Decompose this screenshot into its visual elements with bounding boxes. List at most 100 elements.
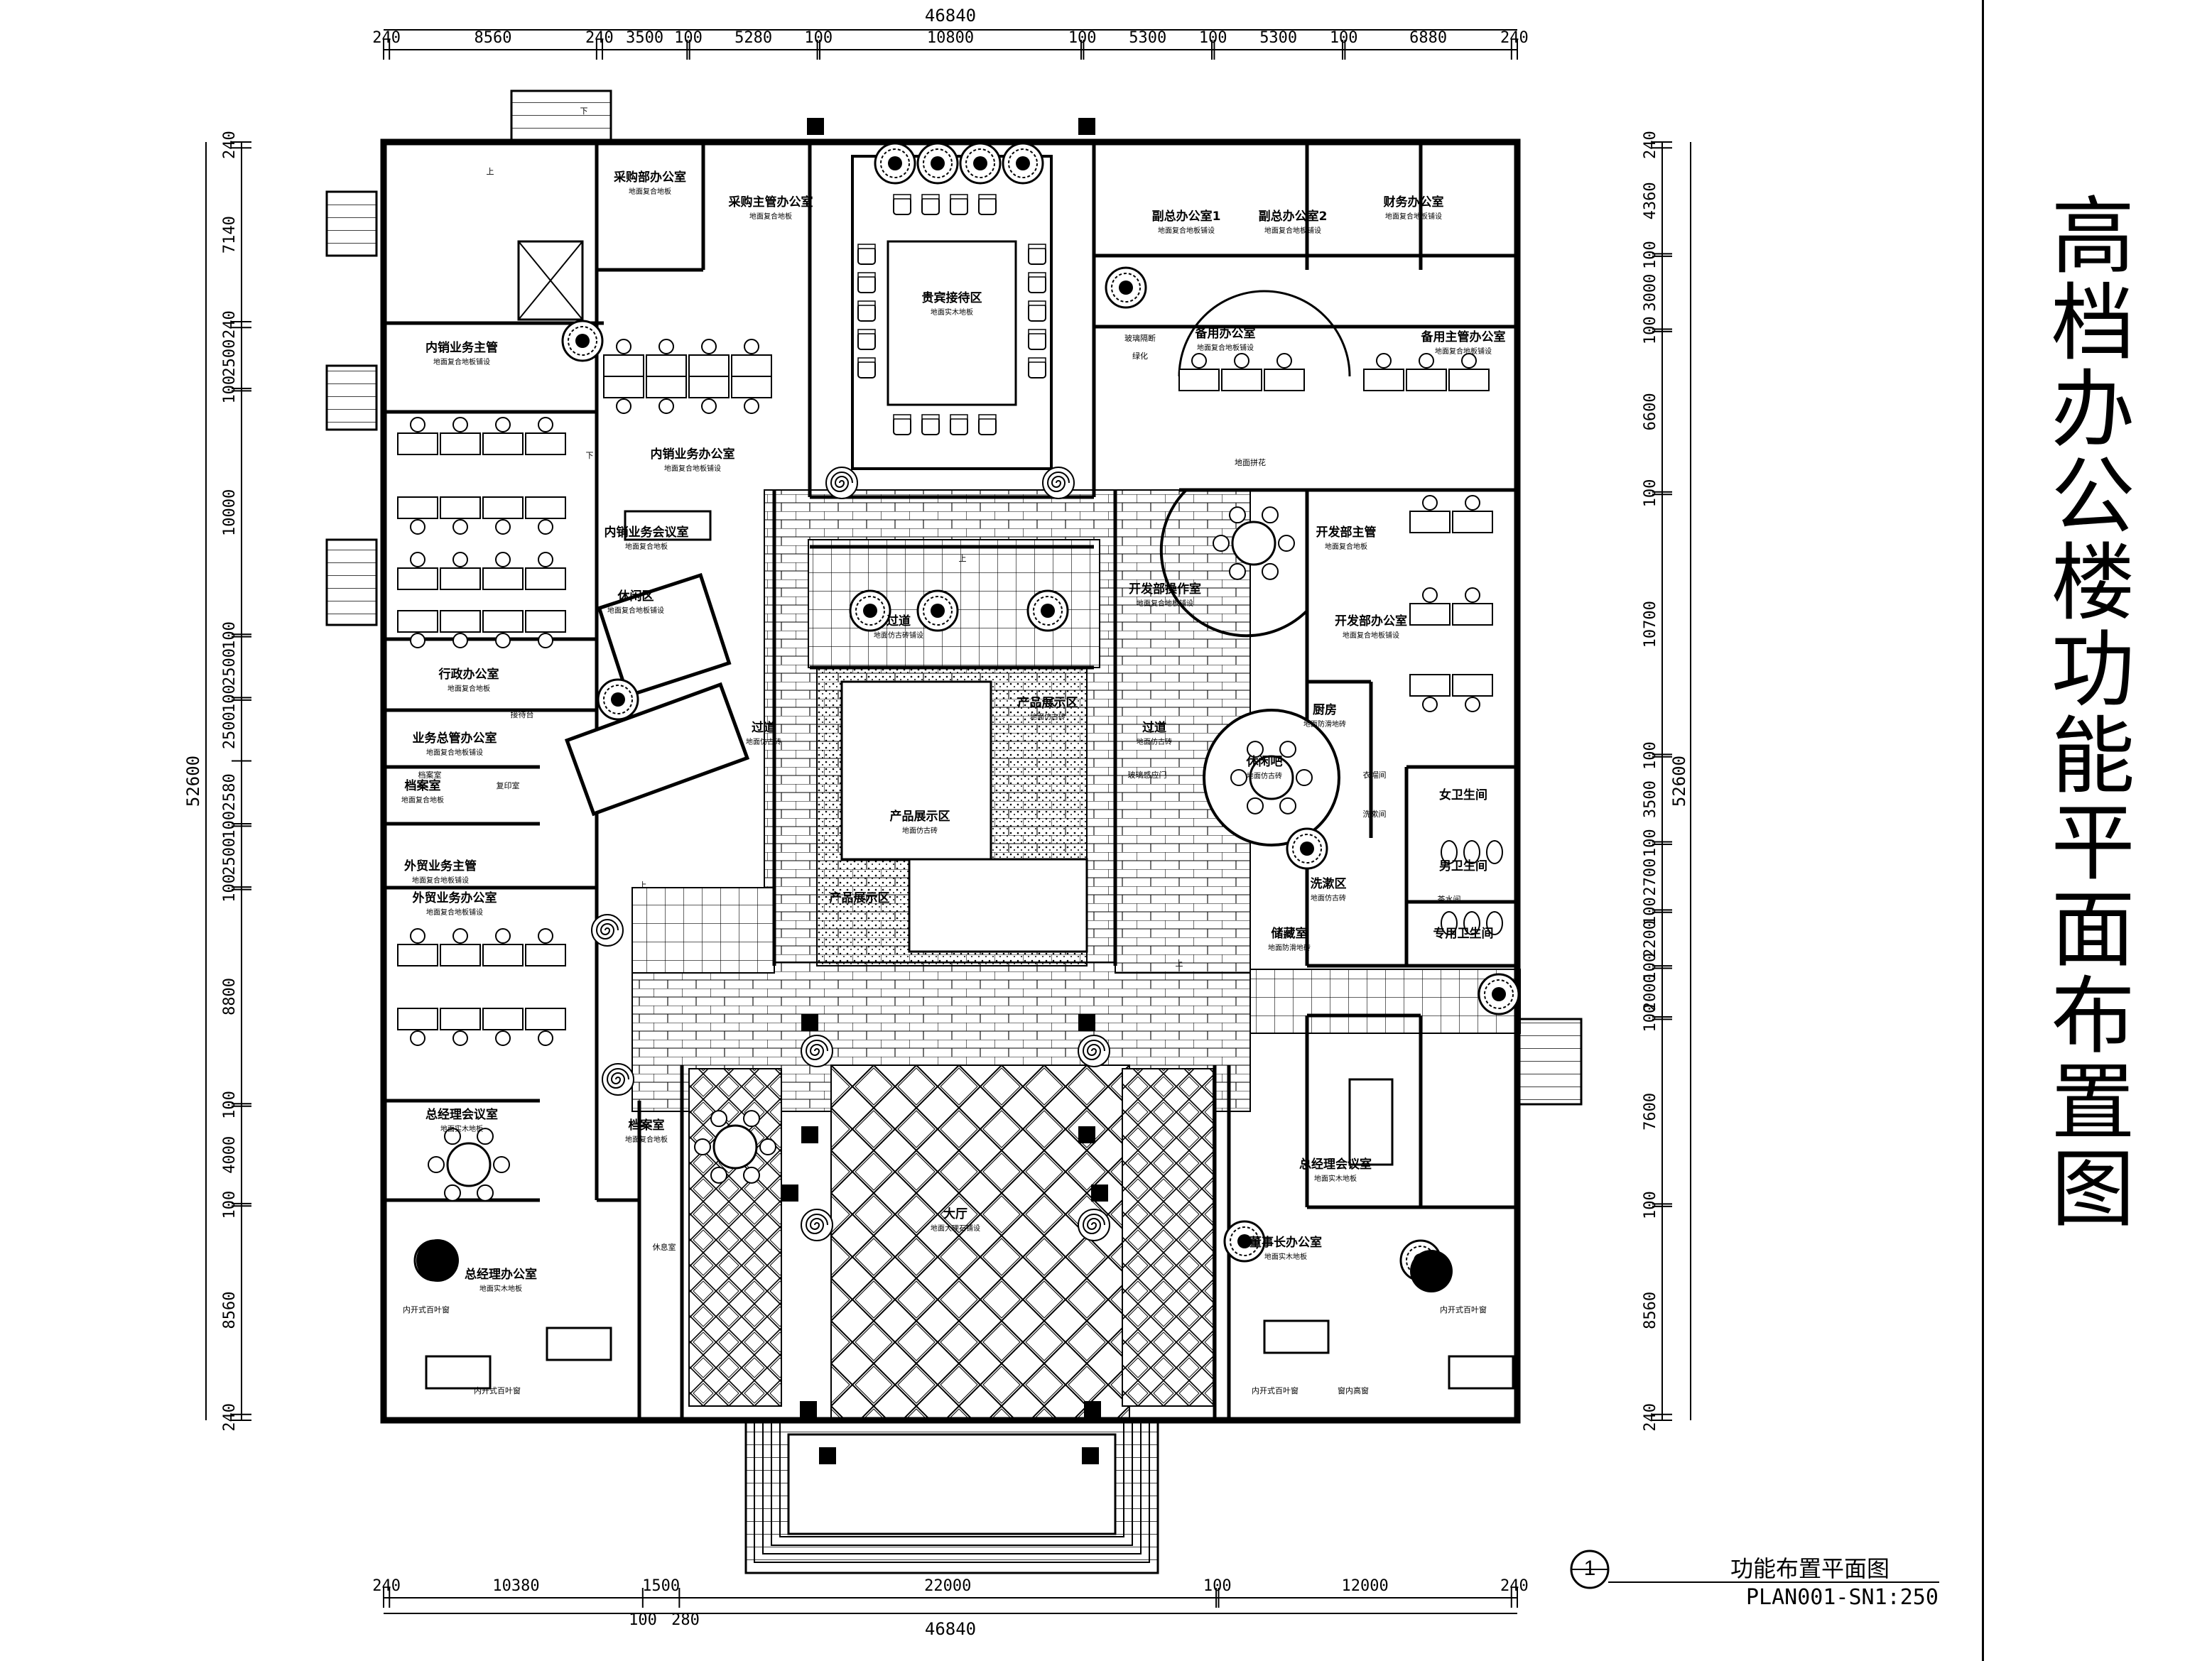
title-block [1982, 0, 2212, 1661]
spiral-ornament-4 [1078, 1035, 1110, 1067]
right-dim-label-8: 100 [1642, 741, 1659, 770]
column-6 [819, 1447, 836, 1464]
drawing-title: 高档办公楼功能平面布置图 [2037, 192, 2135, 1231]
column-7 [1082, 1447, 1099, 1464]
spiral-ornament-6 [1078, 1209, 1110, 1241]
arc-wall-2 [1178, 290, 1351, 377]
left-dim-label-9: 2500 [221, 712, 239, 749]
plant-icon-10 [597, 678, 639, 721]
column-9 [1084, 1401, 1101, 1418]
plant-icon-9 [561, 320, 604, 362]
room-label-12: 过道 [887, 614, 911, 628]
room-floor-label-36: 地面实木地板 [440, 1124, 483, 1133]
stair-0 [510, 89, 612, 142]
right-dim-label-1: 4360 [1642, 182, 1659, 219]
drawing-caption-title: 功能布置平面图 [1730, 1555, 1890, 1582]
room-label-31: 专用卫生间 [1433, 926, 1494, 941]
right-dim-label-5: 6600 [1642, 393, 1659, 430]
left-dim-label-2: 240 [221, 310, 239, 339]
right-dim-label-9: 3500 [1642, 780, 1659, 818]
plant-icon-1 [916, 142, 959, 185]
left-dim-label-15: 100 [221, 1091, 239, 1119]
room-floor-label-21: 地面防滑地砖 [1303, 719, 1346, 729]
display-block-2 [908, 858, 1088, 953]
left-dim-label-16: 4000 [221, 1136, 239, 1174]
note-lounge-10: 休息室 [653, 1242, 676, 1252]
room-floor-label-16: 地面复合地板 [448, 684, 490, 693]
vip-chair-top-1 [921, 194, 940, 215]
room-label-13: 开发部操作室 [1129, 582, 1201, 597]
plant-icon-0 [874, 142, 916, 185]
spiral-ornament-5 [801, 1209, 833, 1241]
right-dim-label-15: 2000 [1642, 974, 1659, 1011]
room-floor-label-11: 地面复合地板铺设 [607, 606, 664, 615]
meeting-room-tilted [564, 682, 750, 817]
room-floor-label-34: 地面复合地板 [625, 1135, 668, 1144]
drawing-caption-code: PLAN001-SN1:250 [1746, 1585, 1939, 1610]
left-dim-label-8: 100 [221, 685, 239, 713]
bottom-dim-label-3: 22000 [924, 1577, 971, 1595]
room-label-7: 内销业务办公室 [651, 447, 735, 462]
right-dim-label-0: 240 [1642, 131, 1659, 159]
left-dim-label-11: 100 [221, 811, 239, 839]
room-label-11: 休闲区 [617, 589, 654, 604]
column-1 [1078, 118, 1095, 135]
room-label-34: 档案室 [629, 1118, 665, 1133]
plant-icon-5 [916, 589, 959, 632]
room-floor-label-38: 地面实木地板 [1264, 1252, 1307, 1261]
bottom-dim-label-2: 1500 [642, 1577, 680, 1595]
exec-desk-3 [1448, 1355, 1514, 1390]
floor-hatch-4 [631, 887, 775, 974]
floor-hatch-6 [830, 1064, 1130, 1421]
plant-icon-3 [1002, 142, 1044, 185]
round-table-chair-3-4 [1247, 741, 1264, 758]
vip-chair-left-1 [857, 272, 876, 293]
room-label-15: 开发部主管 [1316, 525, 1377, 540]
room-label-17: 业务总管办公室 [413, 731, 497, 746]
note-window-21: 窗内高窗 [1338, 1385, 1369, 1395]
round-table-chair-2-1 [1262, 562, 1279, 580]
note-blinds-0: 内开式百叶窗 [403, 1305, 450, 1314]
round-table-chair-2-0 [1278, 535, 1295, 552]
vip-chair-bottom-3 [978, 414, 997, 435]
vip-chair-left-4 [857, 357, 876, 379]
vip-chair-bottom-0 [893, 414, 911, 435]
note-blinds-1: 内开式百叶窗 [474, 1385, 521, 1395]
left-dim-label-17: 100 [221, 1191, 239, 1219]
room-label-32: 储藏室 [1272, 926, 1308, 941]
right-dim-label-14: 100 [1642, 953, 1659, 981]
round-table-chair-3-1 [1279, 797, 1296, 815]
round-table-chair-3-3 [1230, 769, 1247, 786]
round-table-chair-2-3 [1213, 535, 1230, 552]
room-floor-label-3: 地面复合地板铺设 [1158, 226, 1215, 235]
note-archive-7: 档案室 [418, 770, 442, 780]
urinal-icon-1 [1463, 911, 1480, 935]
vip-table [887, 240, 1017, 406]
plant-icon-7 [1105, 266, 1147, 309]
left-total-label: 52600 [183, 756, 203, 807]
round-table-chair-1-0 [493, 1156, 510, 1173]
round-table-2 [1231, 521, 1276, 566]
right-dim-label-18: 100 [1642, 1191, 1659, 1219]
room-label-20: 过道 [1142, 720, 1166, 735]
vip-chair-right-4 [1028, 357, 1046, 379]
room-label-27: 产品展示区 [830, 891, 890, 905]
plant-icon-2 [959, 142, 1002, 185]
exec-desk-0 [546, 1327, 612, 1361]
top-dim-label-1: 8560 [475, 29, 512, 47]
bottom-sub-0: 100 [629, 1611, 657, 1629]
round-table-chair-0-2 [710, 1166, 727, 1184]
room-floor-label-35: 地面大理石铺设 [931, 1224, 980, 1233]
room-floor-label-23: 地面复合地板 [401, 795, 444, 805]
column-11 [1091, 1185, 1108, 1202]
room-floor-label-25: 地面复合地板铺设 [426, 908, 483, 917]
room-label-8: 备用办公室 [1195, 326, 1256, 341]
room-label-30: 男卫生间 [1439, 859, 1487, 873]
drawing-number: 1 [1583, 1557, 1596, 1580]
top-dim-label-14: 240 [1500, 29, 1529, 47]
top-dim-label-12: 100 [1330, 29, 1358, 47]
vip-chair-right-0 [1028, 244, 1046, 265]
room-label-37: 总经理办公室 [465, 1267, 537, 1282]
room-floor-label-28: 地面仿古砖 [1311, 893, 1346, 903]
right-dim-label-12: 100 [1642, 897, 1659, 925]
